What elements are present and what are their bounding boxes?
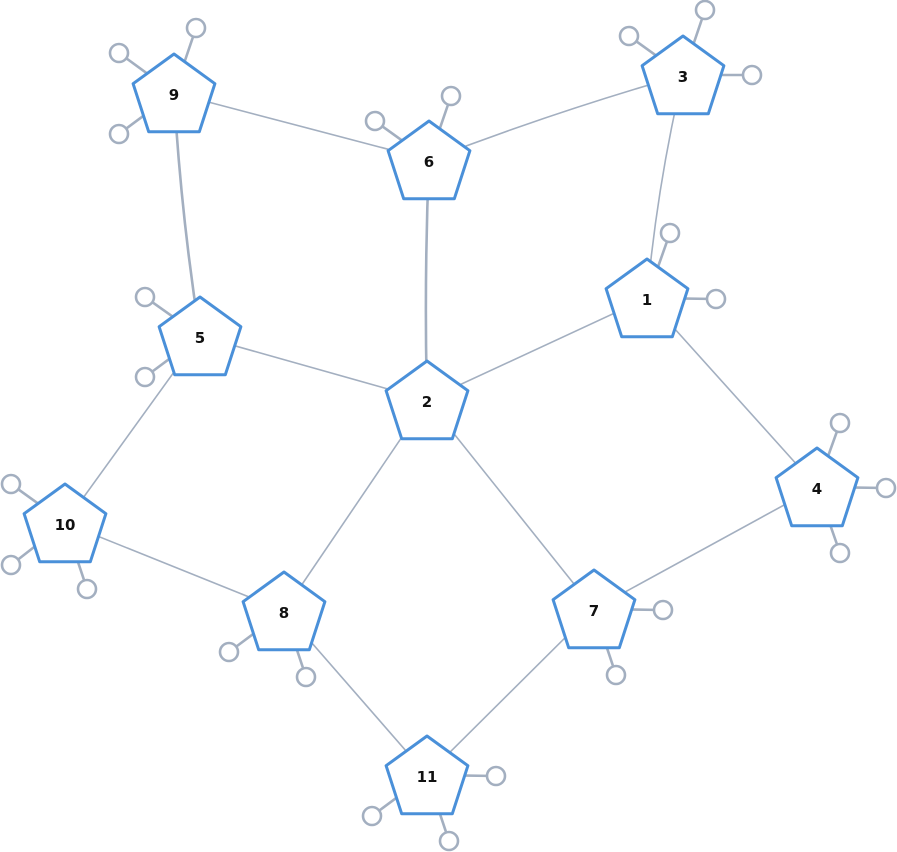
stub-terminal-5-1 xyxy=(134,286,156,308)
stub-terminal-6-2 xyxy=(440,85,462,107)
stub-terminal-1-1 xyxy=(659,222,681,244)
node-1-label: 1 xyxy=(642,291,652,309)
node-6-label: 6 xyxy=(424,153,434,171)
node-6-pentagon xyxy=(386,119,472,201)
stub-terminal-7-2 xyxy=(605,664,627,686)
stub-terminal-6-1 xyxy=(364,110,386,132)
stub-terminal-7-1 xyxy=(652,599,674,621)
node-8[interactable]: 8 xyxy=(241,570,327,652)
stub-line-4-1 xyxy=(826,431,839,459)
stub-terminal-9-2 xyxy=(185,17,207,39)
stub-terminal-3-2 xyxy=(694,0,716,21)
node-3[interactable]: 3 xyxy=(640,34,726,116)
node-10[interactable]: 10 xyxy=(22,482,108,564)
stub-line-3-1 xyxy=(635,40,659,58)
stub-terminal-4-1 xyxy=(829,412,851,434)
stub-line-9-2 xyxy=(182,36,195,65)
stub-terminal-11-1 xyxy=(485,765,507,787)
stub-terminal-9-3 xyxy=(108,123,130,145)
node-2[interactable]: 2 xyxy=(384,359,470,441)
stub-terminal-4-3 xyxy=(829,542,851,564)
node-7-label: 7 xyxy=(589,602,599,620)
stub-terminal-11-2 xyxy=(361,805,383,827)
stub-terminal-11-3 xyxy=(438,830,460,852)
node-6[interactable]: 6 xyxy=(386,119,472,201)
stub-terminal-10-2 xyxy=(0,554,22,576)
stub-terminal-4-2 xyxy=(875,477,897,499)
node-9[interactable]: 9 xyxy=(131,52,217,134)
stub-terminal-3-1 xyxy=(618,25,640,47)
stub-terminal-3-3 xyxy=(741,64,763,86)
node-4-pentagon xyxy=(774,446,860,528)
node-4[interactable]: 4 xyxy=(774,446,860,528)
node-10-pentagon xyxy=(22,482,108,564)
node-5-label: 5 xyxy=(195,329,205,347)
node-8-pentagon xyxy=(241,570,327,652)
node-11[interactable]: 11 xyxy=(384,734,470,816)
node-9-pentagon xyxy=(131,52,217,134)
node-4-label: 4 xyxy=(812,480,822,498)
node-11-label: 11 xyxy=(417,768,438,786)
node-1[interactable]: 1 xyxy=(604,257,690,339)
node-2-label: 2 xyxy=(422,393,432,411)
stub-line-5-1 xyxy=(151,301,176,320)
stub-terminal-8-1 xyxy=(218,641,240,663)
stub-terminal-9-1 xyxy=(108,42,130,64)
stub-terminal-10-3 xyxy=(76,578,98,600)
nodes-layer: 1 2 3 4 5 6 7 8 9 10 11 xyxy=(22,34,860,816)
node-5[interactable]: 5 xyxy=(157,295,243,377)
stub-line-9-1 xyxy=(125,57,150,76)
stub-line-10-1 xyxy=(17,488,41,506)
node-8-label: 8 xyxy=(279,604,289,622)
stub-terminal-1-2 xyxy=(705,288,727,310)
node-7[interactable]: 7 xyxy=(551,568,637,650)
node-10-label: 10 xyxy=(55,516,76,534)
node-11-pentagon xyxy=(384,734,470,816)
stub-terminal-5-2 xyxy=(134,366,156,388)
node-1-pentagon xyxy=(604,257,690,339)
node-3-label: 3 xyxy=(678,68,688,86)
node-2-pentagon xyxy=(384,359,470,441)
node-9-label: 9 xyxy=(169,86,179,104)
stub-line-6-2 xyxy=(437,104,450,132)
stub-terminal-10-1 xyxy=(0,473,22,495)
node-3-pentagon xyxy=(640,34,726,116)
node-7-pentagon xyxy=(551,568,637,650)
stub-line-6-1 xyxy=(381,125,405,143)
stub-line-1-1 xyxy=(656,241,669,270)
node-5-pentagon xyxy=(157,295,243,377)
stub-line-3-2 xyxy=(691,18,704,47)
stub-terminal-8-2 xyxy=(295,666,317,688)
